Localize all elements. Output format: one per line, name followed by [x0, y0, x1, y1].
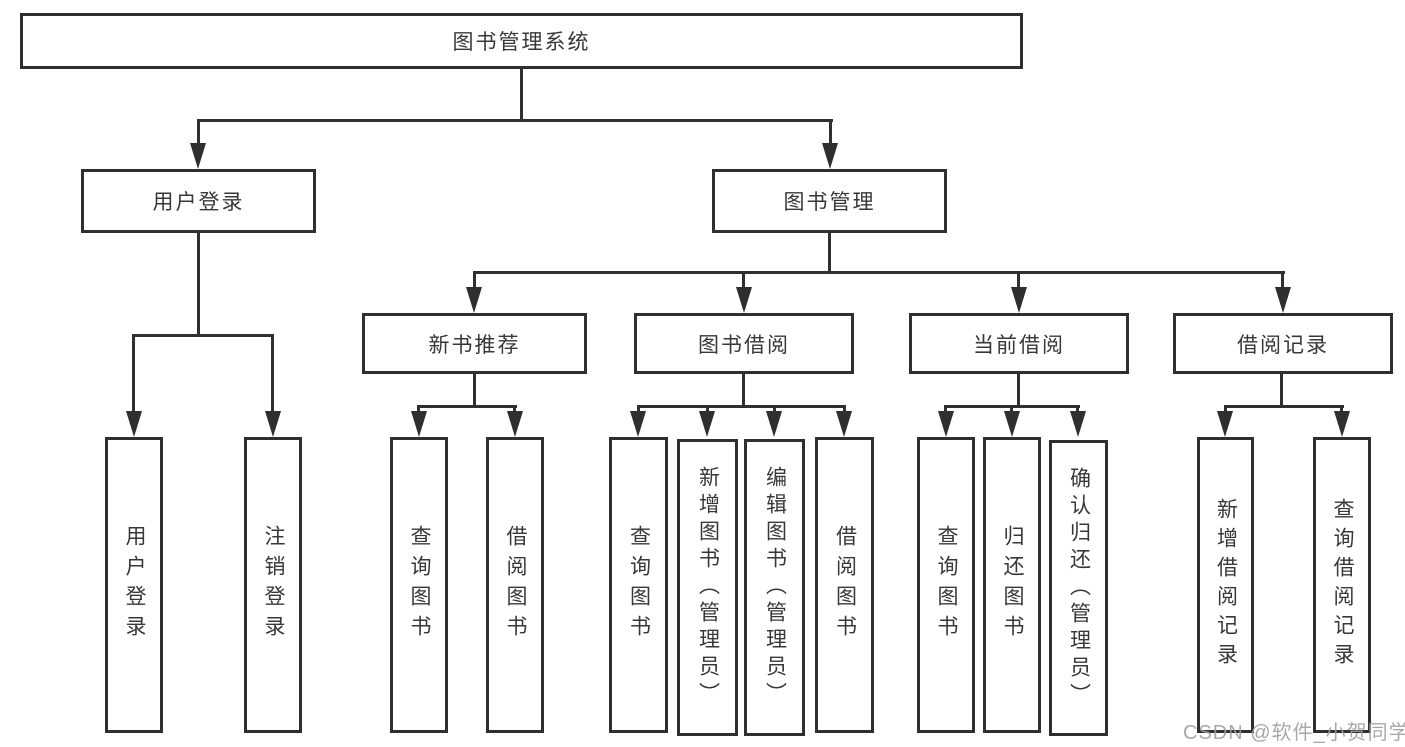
- connector-leaf-line: [944, 405, 947, 414]
- leaf-label: 查询借阅记录: [1331, 498, 1354, 672]
- node-book-borrow-label: 图书借阅: [698, 333, 790, 357]
- connector-leaf-line: [1076, 405, 1079, 414]
- watermark-text: CSDN @软件_小贺同学: [1183, 722, 1405, 744]
- leaf-label: 用户登录: [123, 525, 146, 645]
- node-leaf-bb-edit-book: 编辑图书（管理员）: [744, 439, 805, 736]
- arrow-down-icon: [822, 143, 838, 169]
- connector-borrow-record-rail-line: [1224, 405, 1344, 408]
- connector-book-borrow-drop-line: [742, 374, 745, 408]
- node-leaf-bb-borrow-book: 借阅图书: [815, 437, 874, 733]
- connector-leaf-line: [706, 405, 709, 414]
- leaf-label: 注销登录: [262, 525, 285, 645]
- leaf-label: 确认归还（管理员）: [1067, 466, 1091, 710]
- arrow-down-icon: [766, 411, 782, 437]
- connector-book-borrow-line: [742, 271, 745, 291]
- arrow-down-icon: [466, 287, 482, 313]
- connector-book-mgmt-drop-line: [828, 233, 831, 274]
- connector-current-borrow-line: [1017, 271, 1020, 291]
- node-leaf-bb-query-book: 查询图书: [609, 437, 668, 733]
- arrow-down-icon: [630, 411, 646, 437]
- leaf-label: 借阅图书: [504, 525, 527, 645]
- connector-level3-rail-line: [473, 271, 1285, 274]
- node-new-book-recommend: 新书推荐: [362, 313, 587, 374]
- arrow-down-icon: [1217, 411, 1233, 437]
- arrow-down-icon: [736, 287, 752, 313]
- arrow-down-icon: [126, 411, 142, 437]
- connector-level2-rail-line: [197, 119, 833, 122]
- node-root-label: 图书管理系统: [452, 31, 591, 54]
- node-leaf-rec-query-book: 查询图书: [390, 437, 448, 733]
- leaf-label: 归还图书: [1001, 525, 1024, 645]
- leaf-label: 查询图书: [408, 525, 431, 645]
- connector-current-borrow-drop-line: [1017, 374, 1020, 408]
- leaf-label: 借阅图书: [833, 525, 857, 645]
- connector-book-mgmt-branch-line: [829, 119, 832, 145]
- arrow-down-icon: [411, 411, 427, 437]
- node-user-login-label: 用户登录: [152, 191, 245, 214]
- connector-borrow-record-line: [1281, 271, 1284, 291]
- connector-user-login-branch-line: [197, 119, 200, 145]
- connector-leaf-line: [1340, 405, 1343, 414]
- node-borrow-record-label: 借阅记录: [1237, 333, 1329, 357]
- arrow-down-icon: [699, 411, 715, 437]
- node-leaf-br-query-record: 查询借阅记录: [1313, 437, 1371, 733]
- leaf-label: 新增借阅记录: [1214, 498, 1238, 672]
- leaf-label: 编辑图书（管理员）: [763, 466, 787, 709]
- connector-leaf-line: [1224, 405, 1227, 414]
- connector-user-login-rail-line: [133, 334, 274, 337]
- connector-leaf-line: [843, 405, 846, 414]
- node-leaf-rec-borrow-book: 借阅图书: [486, 437, 544, 733]
- arrow-down-icon: [1334, 411, 1350, 437]
- arrow-down-icon: [1004, 411, 1020, 437]
- leaf-label: 查询图书: [935, 525, 958, 645]
- connector-leaf-line: [1010, 405, 1013, 414]
- node-borrow-record: 借阅记录: [1173, 313, 1393, 374]
- connector-book-borrow-rail-line: [637, 405, 846, 408]
- node-leaf-cb-return-book: 归还图书: [983, 437, 1041, 733]
- connector-user-login-drop-line: [197, 233, 200, 337]
- arrow-down-icon: [265, 411, 281, 437]
- node-current-borrow-label: 当前借阅: [973, 333, 1065, 357]
- node-leaf-user-login: 用户登录: [105, 437, 163, 733]
- leaf-label: 查询图书: [627, 525, 651, 645]
- connector-leaf-line: [773, 405, 776, 414]
- node-book-borrow: 图书借阅: [634, 313, 854, 374]
- arrow-down-icon: [190, 143, 206, 169]
- node-leaf-logout: 注销登录: [244, 437, 302, 733]
- node-new-book-recommend-label: 新书推荐: [428, 333, 521, 357]
- node-leaf-cb-confirm-return: 确认归还（管理员）: [1049, 440, 1108, 736]
- node-book-mgmt-label: 图书管理: [783, 191, 876, 214]
- arrow-down-icon: [836, 411, 852, 437]
- arrow-down-icon: [1011, 287, 1027, 313]
- connector-leaf-user-login-line: [132, 334, 135, 413]
- arrow-down-icon: [507, 411, 523, 437]
- connector-root-drop-line: [520, 69, 523, 122]
- node-leaf-bb-add-book: 新增图书（管理员）: [677, 439, 738, 736]
- connector-new-book-rec-drop-line: [473, 374, 476, 408]
- connector-leaf-line: [637, 405, 640, 414]
- arrow-down-icon: [1275, 287, 1291, 313]
- connector-leaf-line: [417, 405, 420, 414]
- node-book-mgmt: 图书管理: [712, 169, 947, 233]
- leaf-label: 新增图书（管理员）: [696, 466, 720, 709]
- connector-new-book-rec-rail-line: [418, 405, 517, 408]
- connector-leaf-logout-line: [271, 334, 274, 413]
- node-root: 图书管理系统: [20, 13, 1023, 69]
- arrow-down-icon: [938, 411, 954, 437]
- arrow-down-icon: [1070, 411, 1086, 437]
- connector-new-book-rec-line: [473, 271, 476, 291]
- node-user-login: 用户登录: [81, 169, 316, 233]
- connector-borrow-record-drop-line: [1280, 374, 1283, 408]
- node-leaf-cb-query-book: 查询图书: [917, 437, 975, 733]
- node-current-borrow: 当前借阅: [909, 313, 1129, 374]
- connector-leaf-line: [513, 405, 516, 414]
- node-leaf-br-add-record: 新增借阅记录: [1197, 437, 1254, 733]
